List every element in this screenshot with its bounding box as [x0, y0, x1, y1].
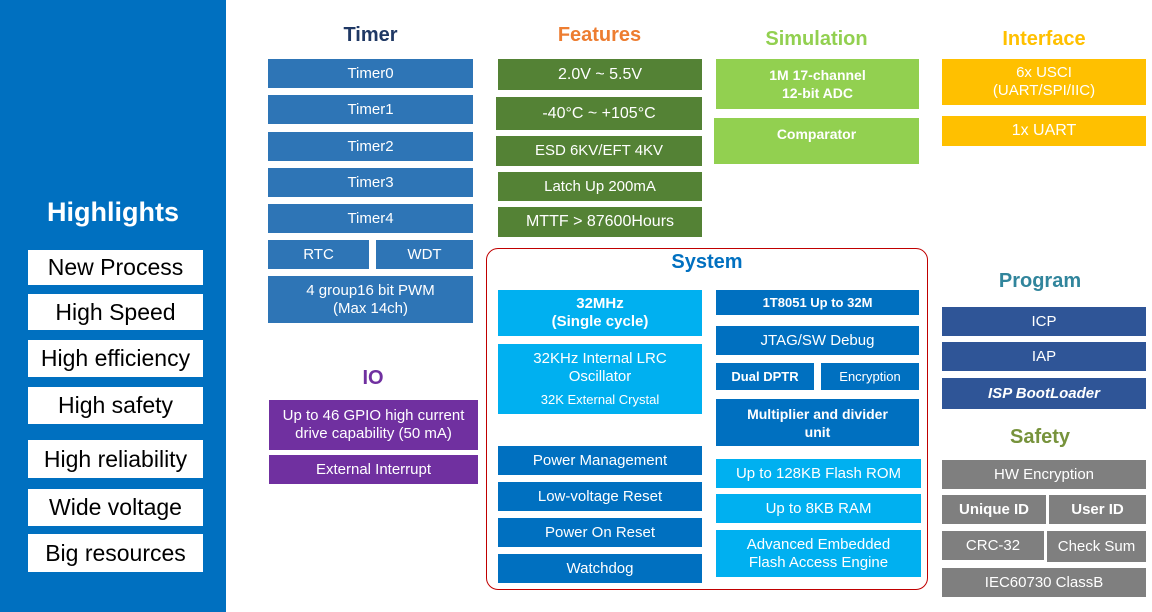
gpio-line2: drive capability (50 mA)	[295, 425, 452, 442]
usci-line2: (UART/SPI/IIC)	[992, 82, 1096, 99]
features-title: Features	[557, 24, 642, 46]
usci-line1: 6x USCI	[1016, 64, 1072, 81]
highlight-new-process: New Process	[28, 250, 203, 285]
afe-line2: Flash Access Engine	[748, 553, 889, 571]
ram-box: Up to 8KB RAM	[716, 494, 921, 523]
lrc-oscillator-box: 32KHz Internal LRC Oscillator 32K Extern…	[498, 344, 702, 414]
simulation-title: Simulation	[765, 28, 868, 50]
low-voltage-reset-box: Low-voltage Reset	[498, 482, 702, 511]
pwm-line2: (Max 14ch)	[332, 299, 409, 317]
iap-box: IAP	[942, 342, 1146, 371]
user-id-box: User ID	[1049, 495, 1146, 524]
comparator-label: Comparator	[776, 126, 857, 142]
multiplier-divider-box: Multiplier and divider unit	[716, 399, 919, 446]
crystal-label: 32K External Crystal	[540, 391, 660, 407]
muldiv-line1: Multiplier and divider	[747, 405, 888, 422]
timer0-box: Timer0	[268, 59, 473, 88]
flash-rom-box: Up to 128KB Flash ROM	[716, 459, 921, 488]
clock-line1: 32MHz	[576, 295, 624, 312]
timer-title: Timer	[343, 24, 398, 46]
feature-mttf-box: MTTF > 87600Hours	[498, 207, 702, 237]
highlight-high-speed: High Speed	[28, 294, 203, 330]
watchdog-box: Watchdog	[498, 554, 702, 583]
highlight-wide-voltage: Wide voltage	[28, 489, 203, 526]
rtc-box: RTC	[268, 240, 369, 269]
unique-id-box: Unique ID	[942, 495, 1046, 524]
icp-box: ICP	[942, 307, 1146, 336]
timer2-box: Timer2	[268, 132, 473, 161]
uart-box: 1x UART	[942, 116, 1146, 146]
flash-access-engine-box: Advanced Embedded Flash Access Engine	[716, 530, 921, 577]
dual-dptr-box: Dual DPTR	[716, 363, 814, 390]
clock-line2: (Single cycle)	[551, 313, 649, 330]
gpio-line1: Up to 46 GPIO high current	[282, 407, 465, 424]
encryption-box: Encryption	[821, 363, 919, 390]
pwm-box: 4 group16 bit PWM (Max 14ch)	[268, 276, 473, 323]
wdt-box: WDT	[376, 240, 473, 269]
highlight-high-reliability: High reliability	[28, 440, 203, 478]
highlight-high-safety: High safety	[28, 387, 203, 424]
highlights-title: Highlights	[47, 197, 179, 227]
checksum-box: Check Sum	[1047, 531, 1146, 562]
debug-box: JTAG/SW Debug	[716, 326, 919, 355]
adc-box: 1M 17-channel 12-bit ADC	[716, 59, 919, 109]
isp-bootloader-label: ISP BootLoader	[988, 384, 1100, 402]
external-interrupt-box: External Interrupt	[269, 455, 478, 484]
clock-box: 32MHz (Single cycle)	[498, 290, 702, 336]
feature-latchup-box: Latch Up 200mA	[498, 172, 702, 201]
feature-voltage-box: 2.0V ~ 5.5V	[498, 59, 702, 90]
program-title: Program	[998, 270, 1082, 292]
highlight-high-efficiency: High efficiency	[28, 340, 203, 377]
pwm-line1: 4 group16 bit PWM	[306, 281, 435, 299]
interface-title: Interface	[1002, 28, 1086, 50]
muldiv-line2: unit	[804, 423, 831, 440]
system-title: System	[671, 251, 743, 273]
power-management-box: Power Management	[498, 446, 702, 475]
lrc-line2: Oscillator	[568, 367, 632, 385]
adc-line1: 1M 17-channel	[769, 67, 866, 83]
afe-line1: Advanced Embedded	[746, 535, 891, 553]
iec60730-box: IEC60730 ClassB	[942, 568, 1146, 597]
timer3-box: Timer3	[268, 168, 473, 197]
timer4-box: Timer4	[268, 204, 473, 233]
system-frame	[486, 248, 928, 590]
power-on-reset-box: Power On Reset	[498, 518, 702, 547]
io-title: IO	[362, 367, 384, 389]
core-box: 1T8051 Up to 32M	[716, 290, 919, 315]
comparator-box: Comparator	[714, 118, 919, 164]
adc-line2: 12-bit ADC	[781, 85, 854, 101]
safety-title: Safety	[1009, 426, 1071, 448]
gpio-box: Up to 46 GPIO high current drive capabil…	[269, 400, 478, 450]
feature-temperature-box: -40°C ~ +105°C	[496, 97, 702, 130]
highlight-big-resources: Big resources	[28, 534, 203, 572]
hw-encryption-box: HW Encryption	[942, 460, 1146, 489]
timer1-box: Timer1	[268, 95, 473, 124]
isp-bootloader-box: ISP BootLoader	[942, 378, 1146, 409]
lrc-line1: 32KHz Internal LRC	[533, 349, 667, 367]
crc-box: CRC-32	[942, 531, 1044, 560]
feature-esd-box: ESD 6KV/EFT 4KV	[496, 136, 702, 166]
usci-box: 6x USCI (UART/SPI/IIC)	[942, 59, 1146, 105]
